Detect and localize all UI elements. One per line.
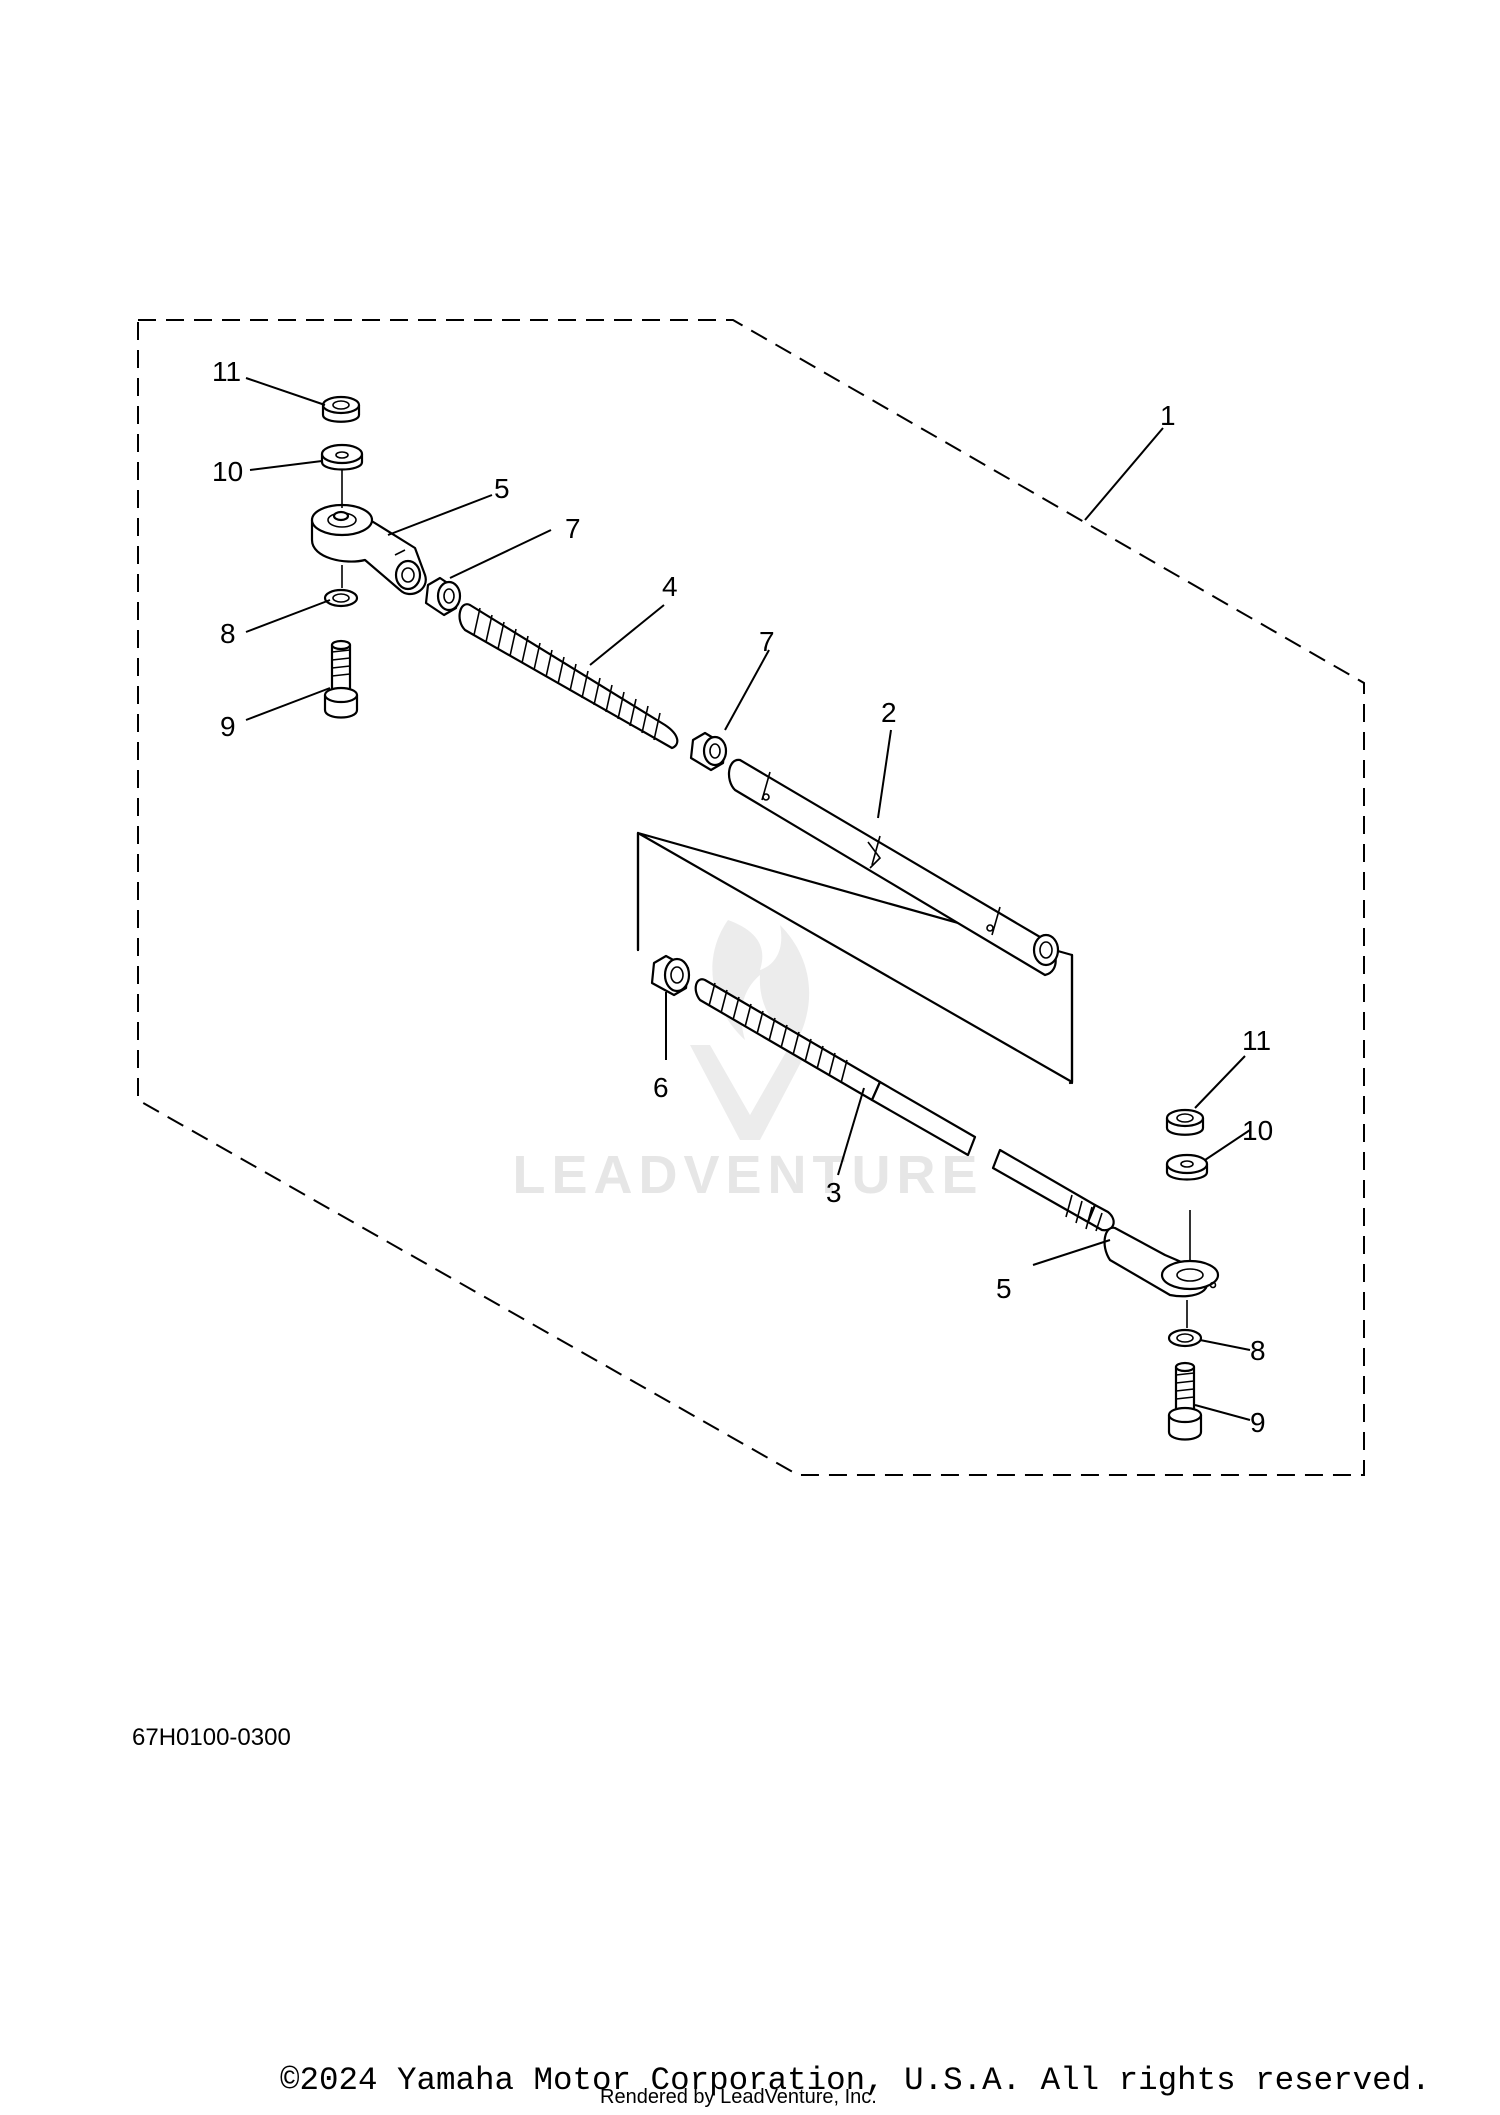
sleeve-2 bbox=[727, 758, 1060, 977]
callout-1: 1 bbox=[1160, 400, 1176, 431]
callout-7-left: 7 bbox=[565, 513, 581, 544]
nut-7-center bbox=[689, 731, 728, 772]
nut-6 bbox=[650, 954, 691, 1060]
callouts: 1 2 3 4 5 5 6 7 7 8 8 9 9 10 10 11 11 bbox=[212, 356, 1273, 1438]
nut-11-right bbox=[1165, 1108, 1205, 1136]
callout-5-left: 5 bbox=[494, 473, 510, 504]
callout-4: 4 bbox=[662, 571, 678, 602]
callout-11-right: 11 bbox=[1242, 1025, 1271, 1056]
threaded-rod-4 bbox=[458, 603, 679, 750]
adjust-rod-3 bbox=[694, 978, 1115, 1232]
callout-3: 3 bbox=[826, 1177, 842, 1208]
copyright-notice: ©2024 Yamaha Motor Corporation, U.S.A. A… bbox=[280, 2062, 1431, 2099]
nut-7-left bbox=[424, 576, 462, 617]
callout-7-center: 7 bbox=[759, 626, 775, 657]
rod-end-5-left bbox=[310, 470, 427, 596]
nut-11-left bbox=[321, 395, 361, 423]
callout-8-left: 8 bbox=[220, 618, 236, 649]
callout-10-left: 10 bbox=[212, 456, 243, 487]
callout-2: 2 bbox=[881, 697, 897, 728]
callout-10-right: 10 bbox=[1242, 1115, 1273, 1146]
watermark-logo bbox=[690, 920, 810, 1140]
watermark: LEADVENTURE bbox=[512, 920, 983, 1205]
watermark-text: LEADVENTURE bbox=[512, 1145, 983, 1205]
washer-8-right bbox=[1167, 1300, 1203, 1348]
washer-10-right bbox=[1165, 1153, 1209, 1181]
callout-11-left: 11 bbox=[212, 356, 241, 387]
bolt-9-right bbox=[1167, 1361, 1203, 1441]
rendered-by-credit: Rendered by LeadVenture, Inc. bbox=[600, 2086, 877, 2108]
rod-end-5-right bbox=[1103, 1210, 1220, 1298]
kit-boundary bbox=[137, 319, 1365, 1476]
washer-8-left bbox=[323, 565, 359, 608]
bolt-9-left bbox=[323, 639, 359, 719]
callout-6: 6 bbox=[653, 1072, 669, 1103]
washer-10-left bbox=[320, 443, 364, 471]
subassembly-bracket-lower bbox=[636, 831, 1074, 1085]
drawing-code: 67H0100-0300 bbox=[132, 1724, 291, 1751]
leader-lines bbox=[245, 377, 1251, 1421]
callout-8-right: 8 bbox=[1250, 1335, 1266, 1366]
callout-9-left: 9 bbox=[220, 711, 236, 742]
callout-9-right: 9 bbox=[1250, 1407, 1266, 1438]
callout-5-right: 5 bbox=[996, 1273, 1012, 1304]
